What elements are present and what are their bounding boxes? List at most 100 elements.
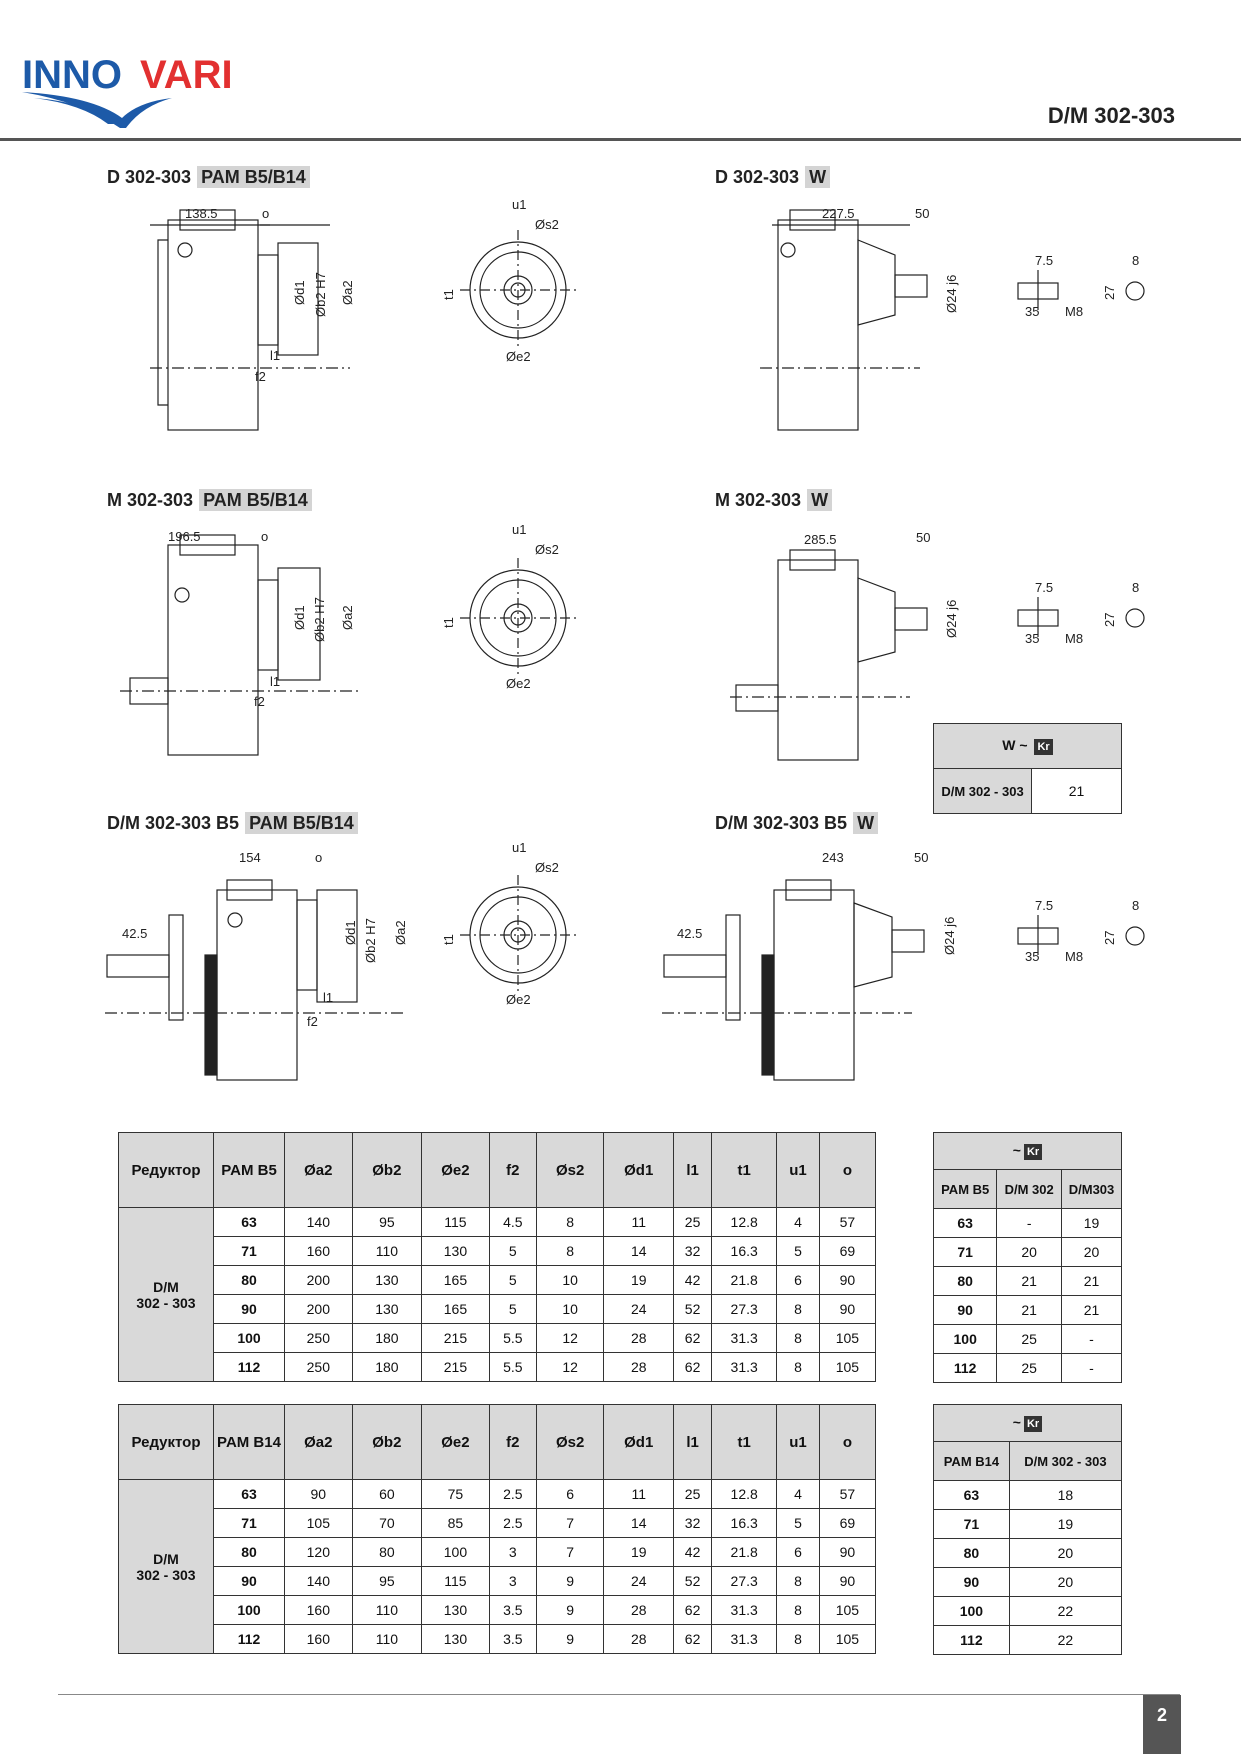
dim-d1: Ød1 <box>343 920 358 945</box>
weight-top-row: ~Kr <box>933 1404 1122 1442</box>
dim-key-t: 27 <box>1102 613 1117 627</box>
column-header: l1 <box>672 1132 713 1208</box>
value-cell: 5.5 <box>488 1352 537 1382</box>
section-badge: W <box>807 489 833 511</box>
dim-d1: Ød1 <box>292 605 307 630</box>
pam-size-cell: 90 <box>213 1294 285 1324</box>
value-cell: 24 <box>603 1294 674 1324</box>
section-badge: W <box>853 812 879 834</box>
value-cell: 21.8 <box>711 1537 778 1567</box>
weight-header: ~Kr <box>933 1404 1122 1442</box>
value-cell: 28 <box>603 1595 674 1625</box>
dim-l1: l1 <box>323 990 333 1005</box>
value-cell: 32 <box>672 1236 713 1266</box>
value-cell: 28 <box>603 1323 674 1353</box>
value-cell: 105 <box>818 1595 877 1625</box>
section-name: D 302-303 <box>107 167 192 187</box>
value-cell: 42 <box>672 1537 713 1567</box>
value-cell: 105 <box>818 1323 877 1353</box>
value-cell: 62 <box>672 1352 713 1382</box>
approx-sign: ~ <box>1012 1414 1021 1430</box>
pam-size-cell: 71 <box>932 1237 998 1267</box>
value-cell: 215 <box>421 1323 490 1353</box>
value-cell: 90 <box>818 1265 877 1295</box>
value-cell: 110 <box>351 1624 423 1654</box>
value-cell: 70 <box>351 1508 423 1538</box>
value-cell: 165 <box>421 1294 490 1324</box>
weight-cell: 21 <box>1061 1266 1122 1296</box>
value-cell: 52 <box>672 1566 713 1596</box>
value-cell: 5.5 <box>488 1323 537 1353</box>
dim-t1: t1 <box>441 934 456 945</box>
pam-size-cell: 80 <box>213 1537 285 1567</box>
value-cell: 90 <box>818 1537 877 1567</box>
pam-size-cell: 90 <box>933 1567 1010 1597</box>
value-cell: 60 <box>351 1479 423 1509</box>
value-cell: 57 <box>818 1207 877 1237</box>
value-cell: 3 <box>488 1537 537 1567</box>
pam-size-cell: 63 <box>213 1479 285 1509</box>
dim-key-l: 35 <box>1025 304 1039 319</box>
pam-size-cell: 63 <box>213 1207 285 1237</box>
column-header: o <box>818 1132 877 1208</box>
dim-u1: u1 <box>512 840 526 855</box>
value-cell: 2.5 <box>488 1479 537 1509</box>
weight-cell: 20 <box>1008 1567 1123 1597</box>
column-header: Редуктор <box>118 1132 214 1208</box>
dim-d1: Ød1 <box>292 280 307 305</box>
pam-size-cell: 112 <box>213 1624 285 1654</box>
value-cell: 8 <box>776 1595 820 1625</box>
dim-key-l: 35 <box>1025 631 1039 646</box>
column-header: Øb2 <box>351 1132 423 1208</box>
pam-size-cell: 100 <box>933 1596 1010 1626</box>
weight-icon: Kr <box>1023 1144 1043 1160</box>
value-cell: 115 <box>421 1566 490 1596</box>
value-cell: 31.3 <box>711 1352 778 1382</box>
column-header: Редуктор <box>118 1404 214 1480</box>
logo-swoosh-icon <box>22 92 172 128</box>
weight-cell: 19 <box>1008 1509 1123 1539</box>
value-cell: 95 <box>351 1566 423 1596</box>
section-badge: PAM B5/B14 <box>199 489 312 511</box>
value-cell: 10 <box>535 1294 605 1324</box>
weight-cell: 22 <box>1008 1596 1123 1626</box>
value-cell: 3 <box>488 1566 537 1596</box>
value-cell: 110 <box>351 1236 423 1266</box>
value-cell: 31.3 <box>711 1323 778 1353</box>
value-cell: 140 <box>284 1566 353 1596</box>
pam-size-cell: 80 <box>213 1265 285 1295</box>
header-divider <box>0 138 1241 141</box>
dim-b2: Øb2 H7 <box>312 597 327 642</box>
value-cell: 120 <box>284 1537 353 1567</box>
value-cell: 62 <box>672 1624 713 1654</box>
value-cell: 8 <box>776 1294 820 1324</box>
dim-a2: Øa2 <box>340 280 355 305</box>
pam-size-cell: 112 <box>933 1625 1010 1655</box>
value-cell: 9 <box>535 1595 605 1625</box>
dim-key-h: 8 <box>1132 580 1139 595</box>
pam-size-cell: 100 <box>213 1595 285 1625</box>
value-cell: 14 <box>603 1236 674 1266</box>
dim-b2: Øb2 H7 <box>363 918 378 963</box>
column-header: f2 <box>488 1404 537 1480</box>
value-cell: 250 <box>284 1323 353 1353</box>
value-cell: 130 <box>421 1236 490 1266</box>
table-row: 63-19 <box>932 1208 1122 1238</box>
